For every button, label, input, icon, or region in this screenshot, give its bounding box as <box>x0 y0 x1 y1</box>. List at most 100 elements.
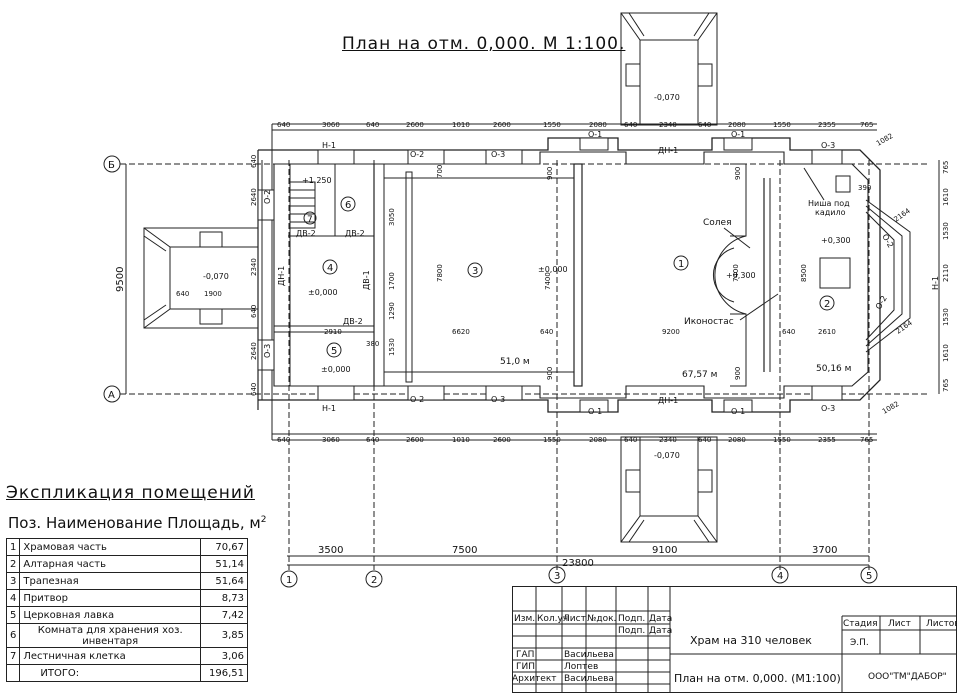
dim-left-4: 2640 <box>250 342 258 360</box>
mark-o2-apse-b: О-2 <box>874 294 889 311</box>
mark-n1-apse: Н-1 <box>931 276 940 290</box>
dim-top-12: 1550 <box>773 121 791 129</box>
mark-db-4: ДВ-2 <box>343 317 363 326</box>
room-number-7: 7 <box>307 215 313 225</box>
stamp-col-podp-2: Подп. <box>618 626 646 636</box>
mark-db-3: ДВ-1 <box>362 270 371 290</box>
stamp-sheets-label: Листов <box>926 619 957 629</box>
dim-misc-5: 2164 <box>895 319 915 336</box>
dim-misc-9: 900 <box>734 167 742 180</box>
dim-left-3: 640 <box>250 305 258 318</box>
dim-bottom-12: 1550 <box>773 436 791 444</box>
dim-bottom-5: 2600 <box>493 436 511 444</box>
row-name: Лестничная клетка <box>19 647 201 665</box>
mark-o2-apse-a: О-2 <box>880 233 895 250</box>
row-area: 7,42 <box>200 606 248 624</box>
row-area: 8,73 <box>200 589 248 607</box>
mark-o3-top: О-3 <box>491 150 505 159</box>
row-name: Притвор <box>19 589 201 607</box>
mark-dn-left: ДН-1 <box>277 266 286 286</box>
dim-vert-8: 700 <box>436 165 444 178</box>
stamp-col-data: Дата <box>649 614 673 624</box>
room-number-5: 5 <box>331 346 337 357</box>
dim-misc-1: 640 <box>176 290 189 298</box>
dim-right-6: 765 <box>942 379 950 392</box>
label-nisha-2: кадило <box>815 208 846 217</box>
dim-right-3: 2110 <box>942 264 950 282</box>
dim-inner-2: 640 <box>540 328 553 336</box>
dim-top-13: 2355 <box>818 121 836 129</box>
label-soleya: Солея <box>703 218 732 228</box>
dim-misc-2: 1082 <box>875 132 894 148</box>
dim-misc-6: 390 <box>858 184 871 192</box>
dim-top-8: 640 <box>624 121 637 129</box>
dim-inner-1: 6620 <box>452 328 470 336</box>
room-number-1: 1 <box>678 259 684 270</box>
dim-vert-2: 7800 <box>436 264 444 282</box>
dim-vert-1: 1700 <box>388 272 396 290</box>
axis-label-b: Б <box>108 160 115 171</box>
dim-bottom-2: 640 <box>366 436 379 444</box>
axis-label-5: 5 <box>866 571 872 582</box>
stamp-sheet-label: Лист <box>888 619 911 629</box>
row-area: 3,06 <box>200 647 248 665</box>
dim-left-1: 2640 <box>250 188 258 206</box>
row-num: 5 <box>5 606 21 624</box>
dim-top-0: 640 <box>277 121 290 129</box>
dim-bottom-7: 2080 <box>589 436 607 444</box>
level-main: ±0,000 <box>538 265 568 274</box>
row-num <box>5 664 21 682</box>
axis-label-a: А <box>108 390 115 401</box>
room-number-2: 2 <box>824 299 830 310</box>
dim-left-2: 2340 <box>250 258 258 276</box>
dim-bottom-8: 640 <box>624 436 637 444</box>
dim-inner-4: 640 <box>782 328 795 336</box>
row-area: 3,85 <box>200 623 248 648</box>
row-area: 70,67 <box>200 538 248 556</box>
level-porch-w: -0,070 <box>203 272 229 281</box>
stamp-sheet-title: План на отм. 0,000. (М1:100) <box>674 672 841 685</box>
dim-bottom-11: 2080 <box>728 436 746 444</box>
stamp-col-kol: Кол.уч <box>537 614 569 624</box>
row-num: 2 <box>5 555 21 573</box>
dim-top-11: 2080 <box>728 121 746 129</box>
mark-n1-bottom: Н-1 <box>322 404 336 413</box>
dim-top-6: 1550 <box>543 121 561 129</box>
stamp-role-gip: ГИП <box>516 662 535 672</box>
stamp-stage-label: Стадия <box>843 619 878 629</box>
stamp-col-izm: Изм. <box>514 614 536 624</box>
stamp-role-gap: ГАП <box>516 650 535 660</box>
dim-vert-7: 1530 <box>388 338 396 356</box>
stamp-project: Храм на 310 человек <box>690 634 812 647</box>
dim-misc-0: 1900 <box>204 290 222 298</box>
dim-misc-8: 900 <box>546 167 554 180</box>
dim-vert-3: 7400 <box>544 272 552 290</box>
dim-bottom-13: 2355 <box>818 436 836 444</box>
dim-chain-0: 3500 <box>318 545 343 556</box>
dim-misc-10: 900 <box>546 367 554 380</box>
stamp-col-ndok: №док. <box>587 614 617 624</box>
dim-vert-4: 7400 <box>732 264 740 282</box>
label-nisha: Ниша под <box>808 199 850 208</box>
stamp-stage: Э.П. <box>850 638 869 648</box>
dim-vert-6: 1290 <box>388 302 396 320</box>
dim-right-5: 1610 <box>942 344 950 362</box>
level-solea: +0,300 <box>726 271 756 280</box>
label-ikonostas: Иконостас <box>684 317 734 327</box>
dim-left-5: 640 <box>250 383 258 396</box>
area-label-3: 51,0 м <box>500 357 530 367</box>
mark-o1-bottom-b: О-1 <box>731 407 745 416</box>
dim-bottom-14: 765 <box>860 436 873 444</box>
dim-misc-7: 380 <box>366 340 379 348</box>
mark-o1-top-a: О-1 <box>588 130 602 139</box>
row-num: 4 <box>5 589 21 607</box>
mark-db-2: ДВ-2 <box>345 229 365 238</box>
axis-label-2: 2 <box>371 575 377 586</box>
mark-n1-top: Н-1 <box>322 141 336 150</box>
dim-bottom-6: 1550 <box>543 436 561 444</box>
